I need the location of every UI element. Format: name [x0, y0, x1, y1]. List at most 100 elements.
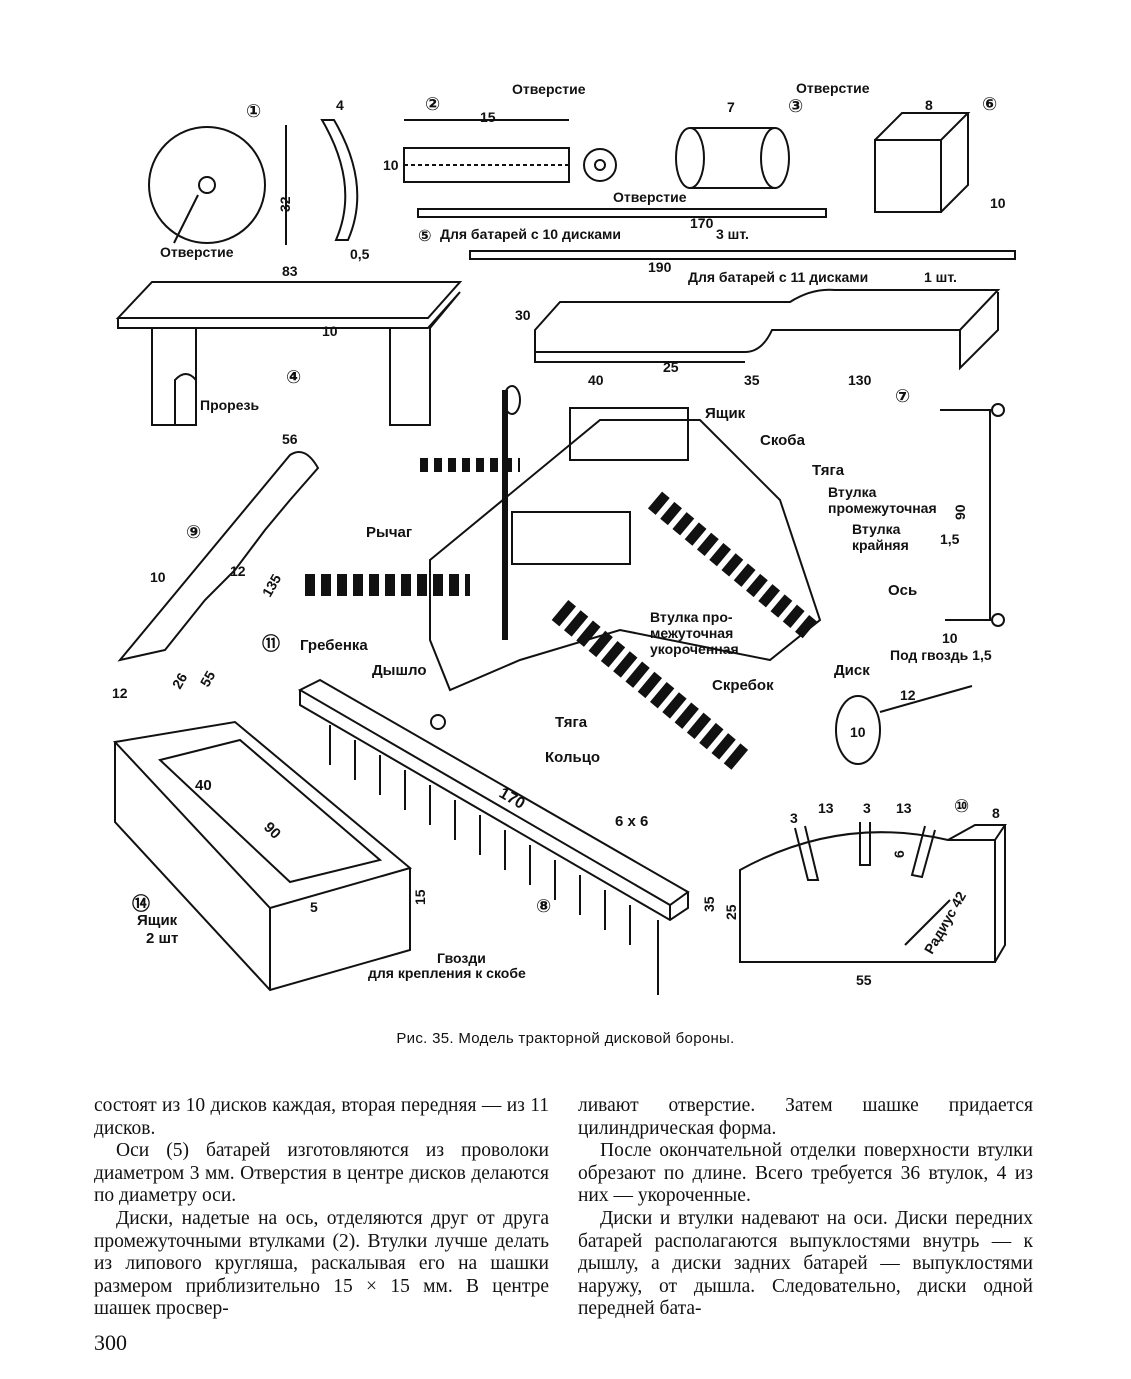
part-number-8: ⑧	[536, 896, 551, 916]
end-sleeve-cube	[874, 139, 942, 213]
svg-text:10: 10	[322, 323, 338, 339]
svg-text:25: 25	[723, 904, 739, 920]
hole-label-4: Отверстие	[796, 80, 870, 96]
paragraph: Диски и втулки надевают на оси. Диски пе…	[578, 1207, 1033, 1320]
hole-label-3: Отверстие	[613, 189, 687, 205]
lever-part	[117, 451, 320, 662]
hole-label-2: Отверстие	[512, 81, 586, 97]
harrow-assembly	[305, 385, 822, 770]
label-rod-13: Тяга	[812, 462, 845, 479]
svg-text:10: 10	[942, 630, 958, 646]
svg-text:26: 26	[169, 670, 191, 692]
part-number-5: ⑤	[418, 228, 432, 245]
svg-text:15: 15	[412, 889, 428, 905]
ring-part	[835, 695, 881, 765]
part-number-9: ⑨	[186, 522, 201, 542]
svg-text:55: 55	[856, 972, 872, 988]
bracket-part	[115, 281, 463, 426]
text-column-right: ливают отверстие. Затем шашке придается …	[578, 1095, 1033, 1321]
svg-text:10: 10	[383, 157, 399, 173]
part-number-11: ⑪	[262, 633, 280, 654]
svg-text:Втулка: Втулка	[828, 484, 877, 500]
text-column-left: состоят из 10 дисков каждая, вторая пере…	[94, 1095, 549, 1321]
svg-text:40: 40	[588, 372, 604, 388]
label-nails: Гвозди	[437, 950, 486, 966]
axle-11-label: Для батарей с 11 дисками	[688, 269, 868, 285]
part-number-10: ⑩	[954, 796, 969, 816]
sleeve-end	[583, 148, 617, 182]
part-number-6: ⑥	[982, 94, 997, 114]
svg-text:135: 135	[259, 571, 285, 599]
svg-text:для крепления к скобе: для крепления к скобе	[368, 965, 526, 981]
part-number-14: ⑭	[132, 893, 150, 914]
svg-text:90: 90	[260, 819, 284, 843]
svg-text:32: 32	[277, 196, 293, 212]
paragraph: ливают отверстие. Затем шашке придается …	[578, 1095, 1033, 1139]
part-number-3: ③	[788, 96, 803, 116]
label-axle: Ось	[888, 582, 917, 599]
tie-rod	[940, 409, 991, 621]
svg-text:190: 190	[648, 259, 672, 275]
disk-hole	[198, 176, 216, 194]
svg-text:0,5: 0,5	[350, 246, 370, 262]
label-box: Ящик	[705, 405, 746, 422]
part-number-1: ①	[246, 101, 261, 121]
svg-text:83: 83	[282, 263, 298, 279]
svg-text:90: 90	[952, 504, 968, 520]
svg-text:56: 56	[282, 431, 298, 447]
svg-text:10: 10	[990, 195, 1006, 211]
svg-text:13: 13	[818, 800, 834, 816]
harrow-model-figure: ① 4 32 Отверстие 0,5 ② Отверстие 15 10 ③…	[112, 80, 1016, 995]
svg-text:12: 12	[230, 563, 246, 579]
svg-text:10: 10	[850, 724, 866, 740]
comb-scraper	[297, 678, 690, 922]
svg-text:4: 4	[336, 97, 344, 113]
label-intermediate-sleeve: промежуточная	[828, 500, 937, 516]
svg-text:3: 3	[863, 800, 871, 816]
label-lever: Рычаг	[366, 524, 412, 541]
paragraph: состоят из 10 дисков каждая, вторая пере…	[94, 1095, 549, 1139]
label-drawbar: Дышло	[372, 662, 427, 679]
svg-text:35: 35	[744, 372, 760, 388]
svg-text:40: 40	[195, 777, 212, 794]
svg-text:7: 7	[727, 99, 735, 115]
svg-text:Втулка про-: Втулка про-	[650, 609, 733, 625]
svg-text:25: 25	[663, 359, 679, 375]
svg-text:3: 3	[790, 810, 798, 826]
label-ring: Кольцо	[545, 749, 600, 766]
label-bracket: Скоба	[760, 432, 806, 449]
svg-text:12: 12	[112, 685, 128, 701]
svg-text:170: 170	[690, 215, 714, 231]
svg-text:12: 12	[900, 687, 916, 703]
svg-text:13: 13	[896, 800, 912, 816]
page-number: 300	[94, 1330, 127, 1355]
svg-text:8: 8	[925, 97, 933, 113]
label-disk: Диск	[834, 662, 870, 679]
figure-caption: Рис. 35. Модель тракторной дисковой боро…	[396, 1030, 735, 1047]
label-short-sleeve: укороченная	[650, 641, 739, 657]
axle-11-discs	[469, 250, 1016, 260]
part-number-2: ②	[425, 94, 440, 114]
axle-10-discs	[417, 208, 827, 218]
svg-text:10: 10	[150, 569, 166, 585]
svg-text:1 шт.: 1 шт.	[924, 269, 957, 285]
svg-text:55: 55	[197, 668, 219, 690]
svg-text:8: 8	[992, 805, 1000, 821]
drawbar-part	[534, 288, 1001, 371]
svg-text:15: 15	[480, 109, 496, 125]
label-box-part: Ящик	[137, 912, 178, 929]
svg-text:35: 35	[701, 896, 717, 912]
svg-text:6: 6	[891, 850, 907, 858]
label-end-sleeve: крайняя	[852, 537, 909, 553]
part-number-4: ④	[286, 367, 301, 387]
disk-side-view	[320, 119, 359, 241]
svg-text:30: 30	[515, 307, 531, 323]
part-number-7: ⑦	[895, 386, 910, 406]
svg-text:Втулка: Втулка	[852, 521, 901, 537]
hole-label-1: Отверстие	[160, 244, 234, 260]
label-section: 6 х 6	[615, 813, 648, 830]
svg-text:межуточная: межуточная	[650, 625, 733, 641]
axle-10-label: Для батарей с 10 дисками	[440, 226, 621, 242]
comb-part	[739, 824, 1007, 963]
paragraph: Диски, надетые на ось, отделяются друг о…	[94, 1207, 549, 1320]
